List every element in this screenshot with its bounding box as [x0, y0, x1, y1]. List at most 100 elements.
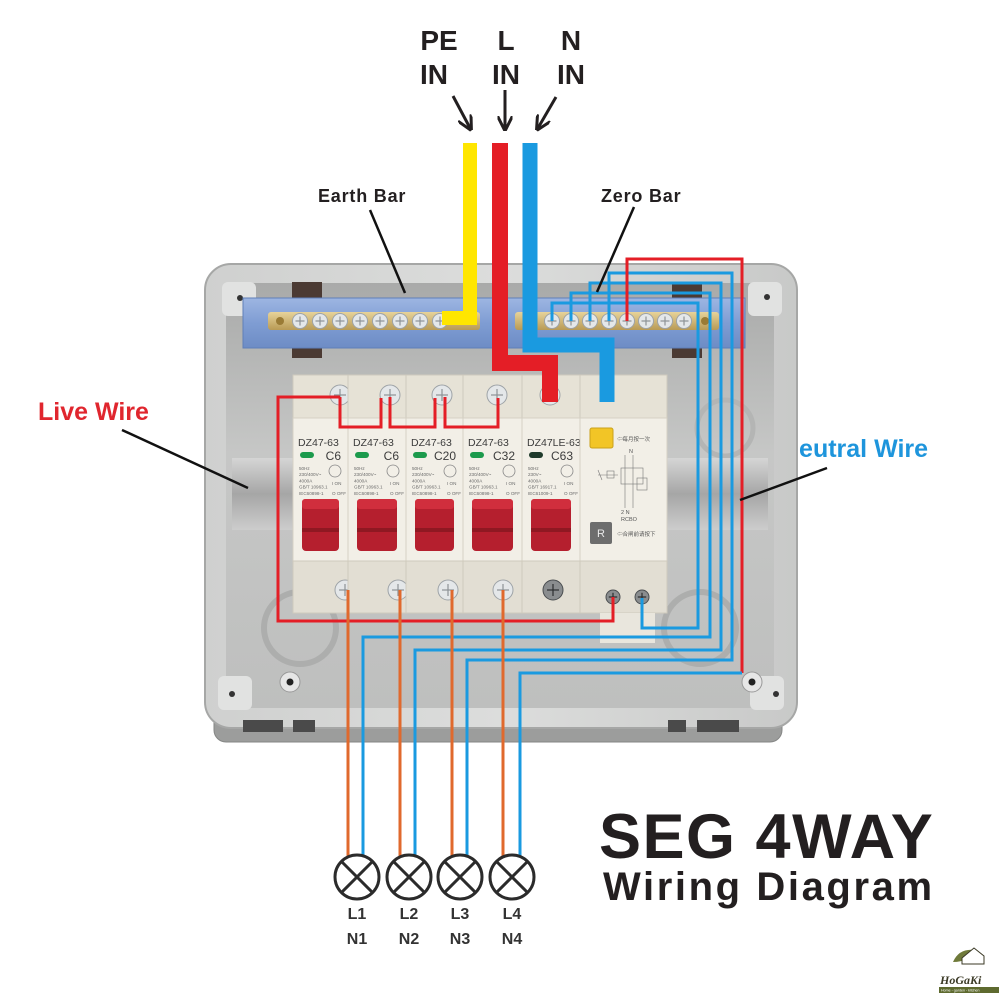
on-label: I ON: [390, 481, 399, 486]
screw-icon: [437, 579, 459, 601]
off-label: O OFF: [447, 491, 461, 496]
breaker-spec: IEC60898-1: [469, 491, 494, 496]
toggle-lever: [302, 499, 339, 551]
screw-icon: [412, 313, 428, 329]
status-indicator: [529, 452, 543, 458]
breaker-spec: IEC60898-1: [299, 491, 324, 496]
screw-icon: [372, 313, 388, 329]
breaker-spec: GB/T 10963.1: [469, 485, 498, 490]
screw-hole-icon: [773, 691, 779, 697]
wiring: [276, 143, 744, 856]
n-input-label: N: [561, 25, 581, 56]
corner-post: [218, 676, 252, 710]
breaker-spec: 50Hz: [354, 466, 365, 471]
toggle-lever: [357, 499, 397, 551]
lamp-icon: [436, 853, 484, 901]
rcbo-module: ⇦每月按一次 N 2 N RCBO R ⇦合闸前请按下: [579, 374, 668, 643]
screw-icon: [332, 313, 348, 329]
test-button-label: ⇦每月按一次: [617, 435, 651, 443]
breaker-model: DZ47-63: [353, 437, 394, 449]
off-label: O OFF: [564, 491, 578, 496]
status-indicator: [413, 452, 427, 458]
load-live-label: L2: [400, 906, 419, 923]
breaker-spec: GB/T 10963.1: [299, 485, 328, 490]
zero-bar-pointer: [595, 206, 636, 293]
live-wire-label: Live Wire: [38, 398, 149, 426]
reset-label: ⇦合闸前请按下: [617, 530, 656, 538]
rail-clip: [672, 346, 702, 358]
status-indicator: [300, 452, 314, 458]
load-neutral-label: N3: [450, 931, 471, 948]
earth-bar-label: Earth Bar: [318, 186, 406, 206]
breaker-rating: C63: [551, 449, 573, 463]
reset-button-label: R: [597, 528, 605, 540]
breaker-model: DZ47LE-63: [527, 437, 581, 449]
live-jumper-wire: [388, 397, 437, 429]
rcbo-top-block: [579, 374, 668, 420]
breaker-spec: 4000A: [412, 478, 426, 483]
breaker-rating: C32: [493, 449, 515, 463]
certification-mark-icon: [328, 464, 342, 478]
breaker-spec: 50Hz: [469, 466, 480, 471]
neutral-incoming-wire: [522, 143, 615, 402]
breaker-spec: IEC60898-1: [412, 491, 437, 496]
title-line-2: Wiring Diagram: [603, 865, 935, 909]
toggle-lever: [415, 499, 454, 551]
vent-slot: [243, 720, 283, 732]
live-incoming-wire: [492, 143, 558, 402]
bar-hole: [701, 317, 709, 325]
vent-slot: [293, 720, 315, 732]
neutral-wire-n2: [413, 281, 723, 856]
l-input-label: L: [497, 25, 514, 56]
reset-button: [590, 522, 612, 544]
screw-icon: [387, 579, 409, 601]
breaker-spec: IEC61009-1: [528, 491, 553, 496]
input-labels: PE IN L IN N IN: [420, 25, 585, 128]
breaker-spec: 230/400V~: [354, 472, 377, 477]
zero-bar-label: Zero Bar: [601, 186, 681, 206]
standoff-hole: [286, 678, 294, 686]
rcbo-neutral-wire: [550, 301, 700, 630]
load-live-label: L4: [503, 906, 522, 923]
lamp-icon: [333, 853, 381, 901]
screw-icon: [392, 313, 408, 329]
brand-tagline-bar: [939, 987, 999, 993]
title-line-1: SEG 4WAY: [599, 802, 934, 872]
breaker-rating: C6: [384, 449, 400, 463]
vent-slot: [668, 720, 686, 732]
load-neutral-label: N4: [502, 931, 523, 948]
vent-slot: [697, 720, 739, 732]
live-jumper-wire: [443, 397, 500, 429]
certification-mark-icon: [386, 464, 400, 478]
breaker-spec: 50Hz: [412, 466, 423, 471]
load-live-label: L1: [348, 906, 367, 923]
screw-icon: [638, 313, 654, 329]
screw-icon: [292, 313, 308, 329]
neutral-wire-n1: [361, 291, 712, 856]
screw-icon: [352, 313, 368, 329]
breaker-spec: 230/400V~: [412, 472, 435, 477]
status-indicator: [355, 452, 369, 458]
house-icon: [961, 947, 985, 965]
breaker-bottom-block: [462, 560, 523, 614]
title-block: SEG 4WAY Wiring Diagram: [599, 802, 935, 909]
neutral-wire-label: Neutral Wire: [781, 435, 928, 463]
live-wire-pointer: [121, 428, 249, 490]
load-live-label: L3: [451, 906, 470, 923]
neutral-wire-n4-upper: [625, 257, 744, 673]
breaker-spec: 230V~: [528, 472, 542, 477]
breaker-model: DZ47-63: [411, 437, 452, 449]
callouts: Earth Bar Zero Bar Live Wire: [38, 186, 828, 502]
pe-input-direction: IN: [420, 59, 448, 90]
screw-icon: [676, 313, 692, 329]
pe-incoming-wire: [442, 143, 477, 325]
screw-icon: [431, 384, 453, 406]
